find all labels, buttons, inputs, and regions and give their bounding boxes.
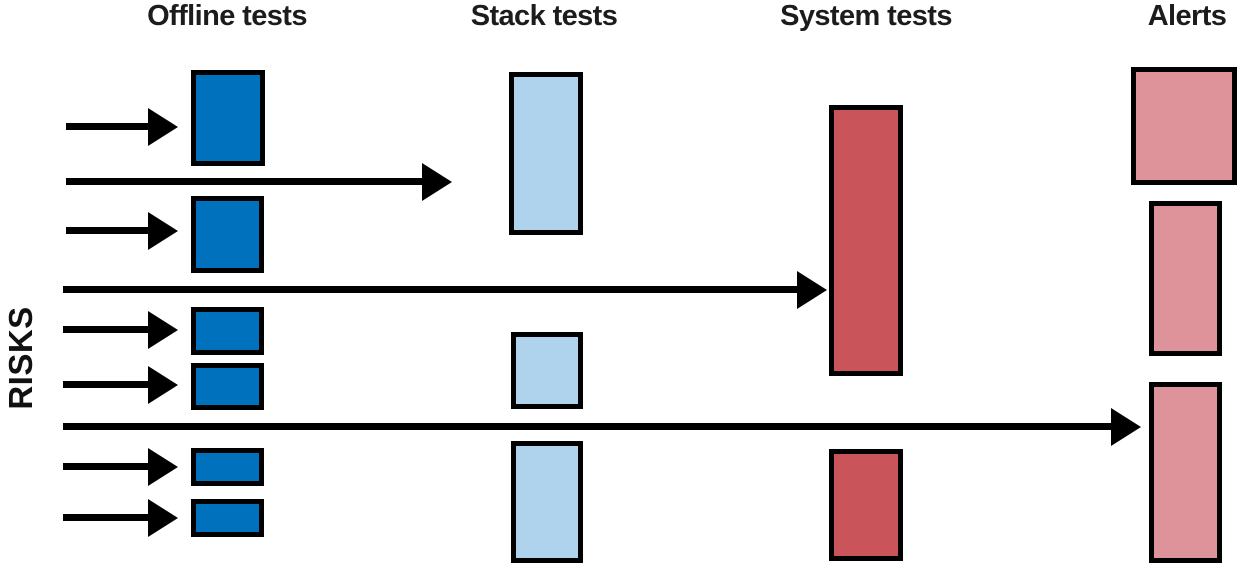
column-header-system-tests: System tests: [780, 0, 952, 32]
column-header-stack-tests: Stack tests: [470, 0, 618, 32]
column-header-alerts: Alerts: [1147, 0, 1227, 32]
arrow-shaft: [63, 463, 152, 470]
arrow-head-icon: [148, 448, 178, 486]
alert-box: [1149, 382, 1222, 563]
offline-test-box: [191, 499, 264, 537]
arrow-head-icon: [422, 163, 452, 201]
stack-test-box: [511, 332, 583, 409]
alert-box: [1131, 67, 1237, 185]
arrow-shaft: [63, 326, 152, 333]
arrow-head-icon: [148, 366, 178, 404]
offline-test-box: [191, 70, 265, 166]
offline-test-box: [191, 196, 264, 273]
stack-test-box: [511, 441, 583, 563]
arrow-head-icon: [1111, 408, 1141, 446]
arrow-head-icon: [148, 311, 178, 349]
arrow-shaft: [66, 178, 426, 185]
alert-box: [1149, 201, 1222, 356]
arrow-shaft: [63, 514, 152, 521]
offline-test-box: [191, 363, 264, 410]
arrow-head-icon: [148, 499, 178, 537]
offline-test-box: [191, 307, 264, 355]
risks-axis-label: RISKS: [2, 306, 39, 410]
offline-test-box: [191, 448, 264, 486]
column-header-offline-tests: Offline tests: [147, 0, 307, 32]
stack-test-box: [509, 72, 583, 235]
arrow-head-icon: [148, 108, 178, 146]
arrow-shaft: [66, 123, 152, 130]
arrow-head-icon: [148, 212, 178, 250]
arrow-shaft: [63, 381, 152, 388]
arrow-shaft: [63, 286, 801, 293]
arrow-head-icon: [797, 271, 827, 309]
system-test-box: [829, 449, 903, 561]
arrow-shaft: [66, 227, 152, 234]
arrow-shaft: [63, 423, 1115, 430]
system-test-box: [829, 105, 903, 376]
